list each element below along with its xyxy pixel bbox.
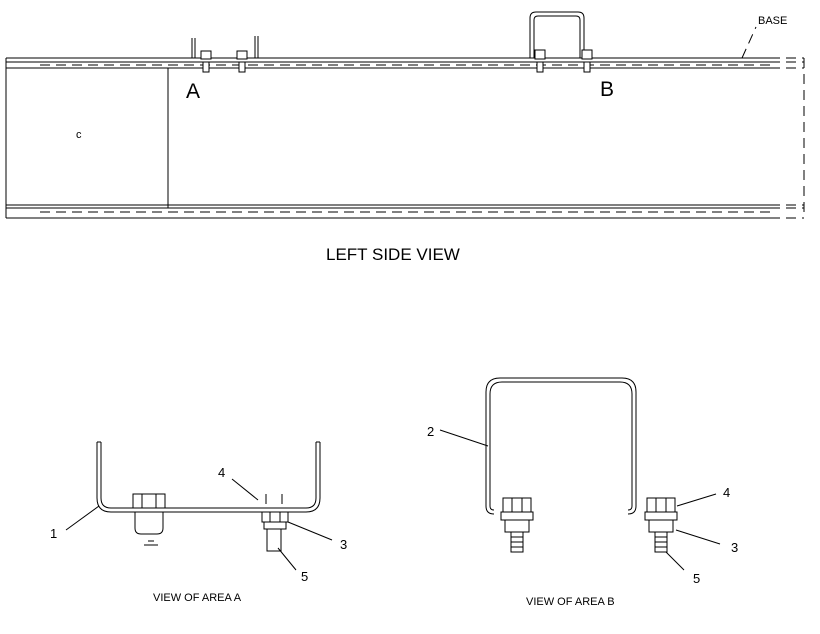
callout-1: 1	[50, 526, 57, 541]
callout-5-a: 5	[301, 569, 308, 584]
left-side-view-title: LEFT SIDE VIEW	[326, 245, 460, 264]
bolt-head-b-right	[646, 497, 676, 513]
bracket-b-top	[529, 11, 593, 73]
callout-2: 2	[427, 424, 434, 439]
washer-b-left	[500, 511, 534, 521]
bolt-head-b-left	[502, 497, 532, 513]
area-a-label: A	[186, 80, 200, 103]
nut-b-right	[648, 519, 674, 533]
view-area-a: 1 3 4 5 VIEW OF AREA A	[50, 441, 347, 604]
left-side-view: BASE A B c LEFT SIDE VIEW	[5, 11, 805, 264]
nut-b-left	[504, 519, 530, 533]
view-area-b-title: VIEW OF AREA B	[526, 596, 615, 608]
base-leader-line	[741, 26, 757, 59]
washer-a	[261, 511, 289, 523]
callout-4-b: 4	[723, 485, 730, 500]
washer-b-right	[644, 511, 678, 521]
bolt-a	[266, 528, 282, 552]
callout-3-b: 3	[731, 540, 738, 555]
view-area-a-title: VIEW OF AREA A	[153, 592, 242, 604]
callout-3-a: 3	[340, 537, 347, 552]
callout-5-b: 5	[693, 571, 700, 586]
nut-a	[263, 521, 287, 530]
area-b-label: B	[600, 78, 614, 101]
bracket-a-top	[191, 36, 259, 73]
base-label: BASE	[758, 15, 787, 27]
circle-mark: c	[76, 129, 82, 141]
bolt-head-left	[132, 493, 166, 509]
view-area-b: 2 3 4 5 VIEW OF AREA B	[427, 377, 738, 608]
callout-4-a: 4	[218, 465, 225, 480]
